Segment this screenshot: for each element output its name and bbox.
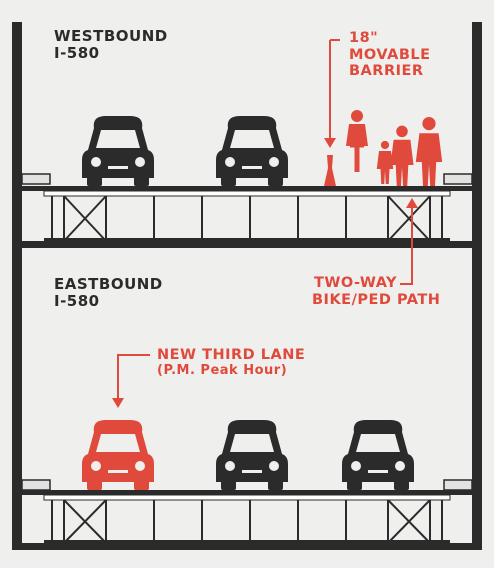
barrier-icon — [324, 155, 336, 186]
path-arrow — [400, 206, 413, 285]
eastbound-line1: EASTBOUND — [54, 275, 163, 293]
path-line1: TWO-WAY — [314, 275, 398, 291]
westbound-label: WESTBOUND I-580 — [54, 27, 168, 63]
new-lane-label: NEW THIRD LANE (P.M. Peak Hour) — [157, 347, 305, 379]
westbound-line2: I-580 — [54, 44, 100, 63]
person-icon — [390, 125, 414, 186]
lane-line2: (P.M. Peak Hour) — [157, 362, 288, 378]
eastbound-label: EASTBOUND I-580 — [54, 275, 163, 311]
car-front-icon-highlighted — [82, 420, 154, 490]
barrier-line1: 18" — [349, 30, 379, 46]
lane-arrow — [117, 354, 150, 400]
path-line2: BIKE/PED PATH — [312, 291, 441, 308]
bike-path-label: TWO-WAY BIKE/PED PATH — [312, 275, 441, 308]
car-front-icon — [342, 420, 414, 490]
car-front-icon — [216, 116, 288, 186]
car-front-icon — [216, 420, 288, 490]
westbound-line1: WESTBOUND — [54, 27, 168, 45]
left-column — [12, 22, 22, 550]
lane-line1: NEW THIRD LANE — [157, 347, 306, 363]
eastbound-line2: I-580 — [54, 292, 100, 311]
upper-deck — [21, 173, 473, 248]
barrier-line2: MOVABLE — [349, 46, 431, 63]
person-icon — [415, 117, 443, 186]
lower-deck — [21, 479, 473, 550]
barrier-label: 18" MOVABLE BARRIER — [349, 30, 431, 80]
barrier-line3: BARRIER — [349, 63, 424, 80]
cyclist-icon — [346, 110, 368, 172]
car-front-icon — [82, 116, 154, 186]
right-column — [472, 22, 482, 550]
